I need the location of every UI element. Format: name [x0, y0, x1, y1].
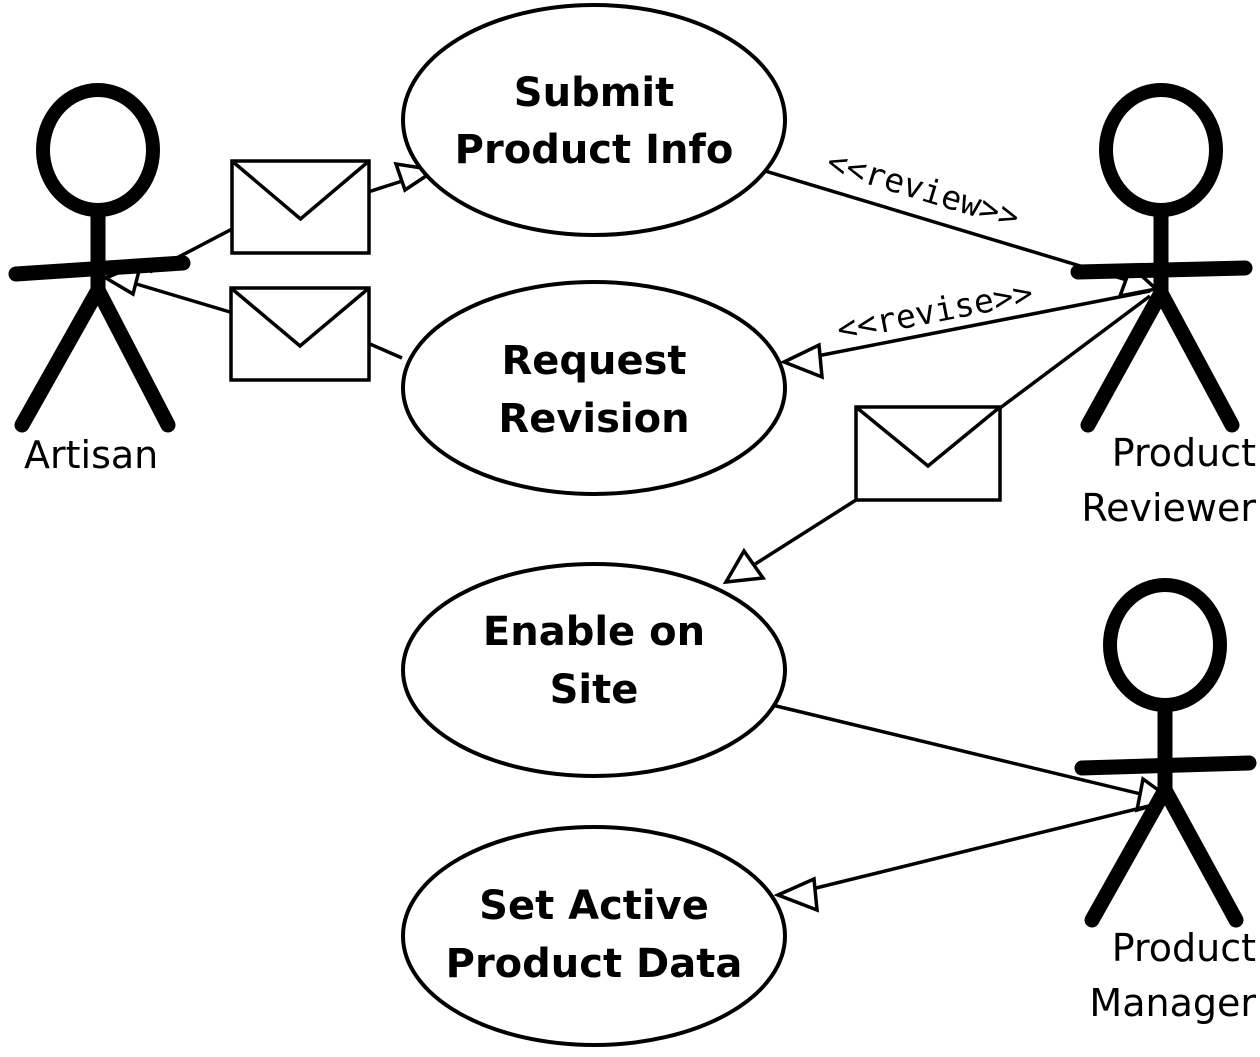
stereotype-review-label: <<review>> [823, 142, 1024, 237]
actor-leg-left-icon [1080, 285, 1169, 433]
usecase-label-revision-line2: Revision [498, 396, 689, 442]
assoc-line-reviewer-envelope3 [998, 294, 1152, 410]
usecase-enable-on-site[interactable]: Enable on Site [401, 562, 787, 778]
envelope-icon-body [229, 286, 371, 382]
actor-head-icon [1103, 578, 1227, 712]
envelope-icon-revision[interactable] [229, 286, 371, 382]
envelope-icon-flap [229, 286, 371, 349]
usecase-label-submit-line1: Submit [514, 70, 674, 116]
usecase-label-enable-line2: Site [550, 667, 639, 713]
assoc-line-revision-envelope2 [369, 342, 403, 360]
association-reviewer-to-enable[interactable] [722, 294, 1152, 585]
envelope-icon-flap [854, 405, 1002, 469]
actor-leg-right-icon [1157, 782, 1244, 928]
actor-leg-right-icon [1153, 285, 1240, 433]
actor-leg-right-icon [90, 282, 176, 433]
usecase-label-setactive-line2: Product Data [446, 941, 743, 987]
actor-product-reviewer[interactable]: Product Reviewer [1070, 83, 1256, 530]
association-manager-to-set-active[interactable] [773, 800, 1166, 913]
actor-label-product-manager-line2: Manager [1089, 981, 1256, 1025]
arrowhead-to-request-revision [779, 342, 825, 380]
usecase-label-enable-line1: Enable on [483, 609, 705, 655]
actor-arms-icon [8, 255, 191, 282]
arrowhead-to-set-active-product-data [773, 876, 820, 913]
envelope-icon-submit[interactable] [230, 159, 371, 255]
assoc-line-enable-manager [771, 703, 1146, 797]
association-reviewer-to-revision[interactable]: <<revise>> [779, 273, 1151, 380]
envelope-icon-enable[interactable] [854, 405, 1002, 502]
actor-label-product-reviewer-line2: Reviewer [1081, 486, 1256, 530]
arrowhead-to-enable-on-site [722, 547, 767, 585]
usecase-label-setactive-line1: Set Active [479, 883, 709, 929]
usecase-label-submit-line2: Product Info [455, 127, 734, 173]
assoc-line-reviewer-revision [811, 289, 1151, 359]
envelope-icon-body [230, 159, 371, 255]
actor-arms-icon [1070, 260, 1253, 280]
actor-label-product-manager-line1: Product [1112, 926, 1256, 970]
assoc-line-manager-set-active [807, 800, 1166, 892]
envelope-icon-body [854, 405, 1002, 502]
stereotype-revise-label: <<revise>> [834, 273, 1036, 349]
assoc-line-submit-reviewer [761, 168, 1131, 283]
actor-product-manager[interactable]: Product Manager [1074, 578, 1257, 1025]
usecase-ellipse-submit-product-info [401, 3, 787, 237]
actor-head-icon [1099, 83, 1223, 217]
actor-head-icon [36, 83, 160, 217]
usecase-request-revision[interactable]: Request Revision [401, 280, 787, 496]
actor-artisan[interactable]: Artisan [8, 83, 191, 477]
usecase-ellipse-set-active-product-data [401, 825, 787, 1047]
association-enable-to-manager[interactable] [771, 703, 1176, 813]
usecase-set-active-product-data[interactable]: Set Active Product Data [401, 825, 787, 1047]
assoc-line-envelope2-artisan [132, 281, 231, 314]
actor-label-artisan: Artisan [24, 433, 158, 477]
assoc-line-envelope3-enable [751, 498, 857, 568]
actor-label-product-reviewer-line1: Product [1112, 431, 1256, 475]
usecase-submit-product-info[interactable]: Submit Product Info [401, 3, 787, 237]
usecase-ellipse-enable-on-site [401, 562, 787, 778]
envelope-icon-flap [230, 159, 371, 222]
actor-leg-left-icon [1084, 782, 1173, 928]
usecase-ellipse-request-revision [401, 280, 787, 496]
actor-leg-left-icon [14, 282, 106, 433]
actor-arms-icon [1074, 755, 1257, 776]
usecase-label-revision-line1: Request [501, 338, 686, 384]
